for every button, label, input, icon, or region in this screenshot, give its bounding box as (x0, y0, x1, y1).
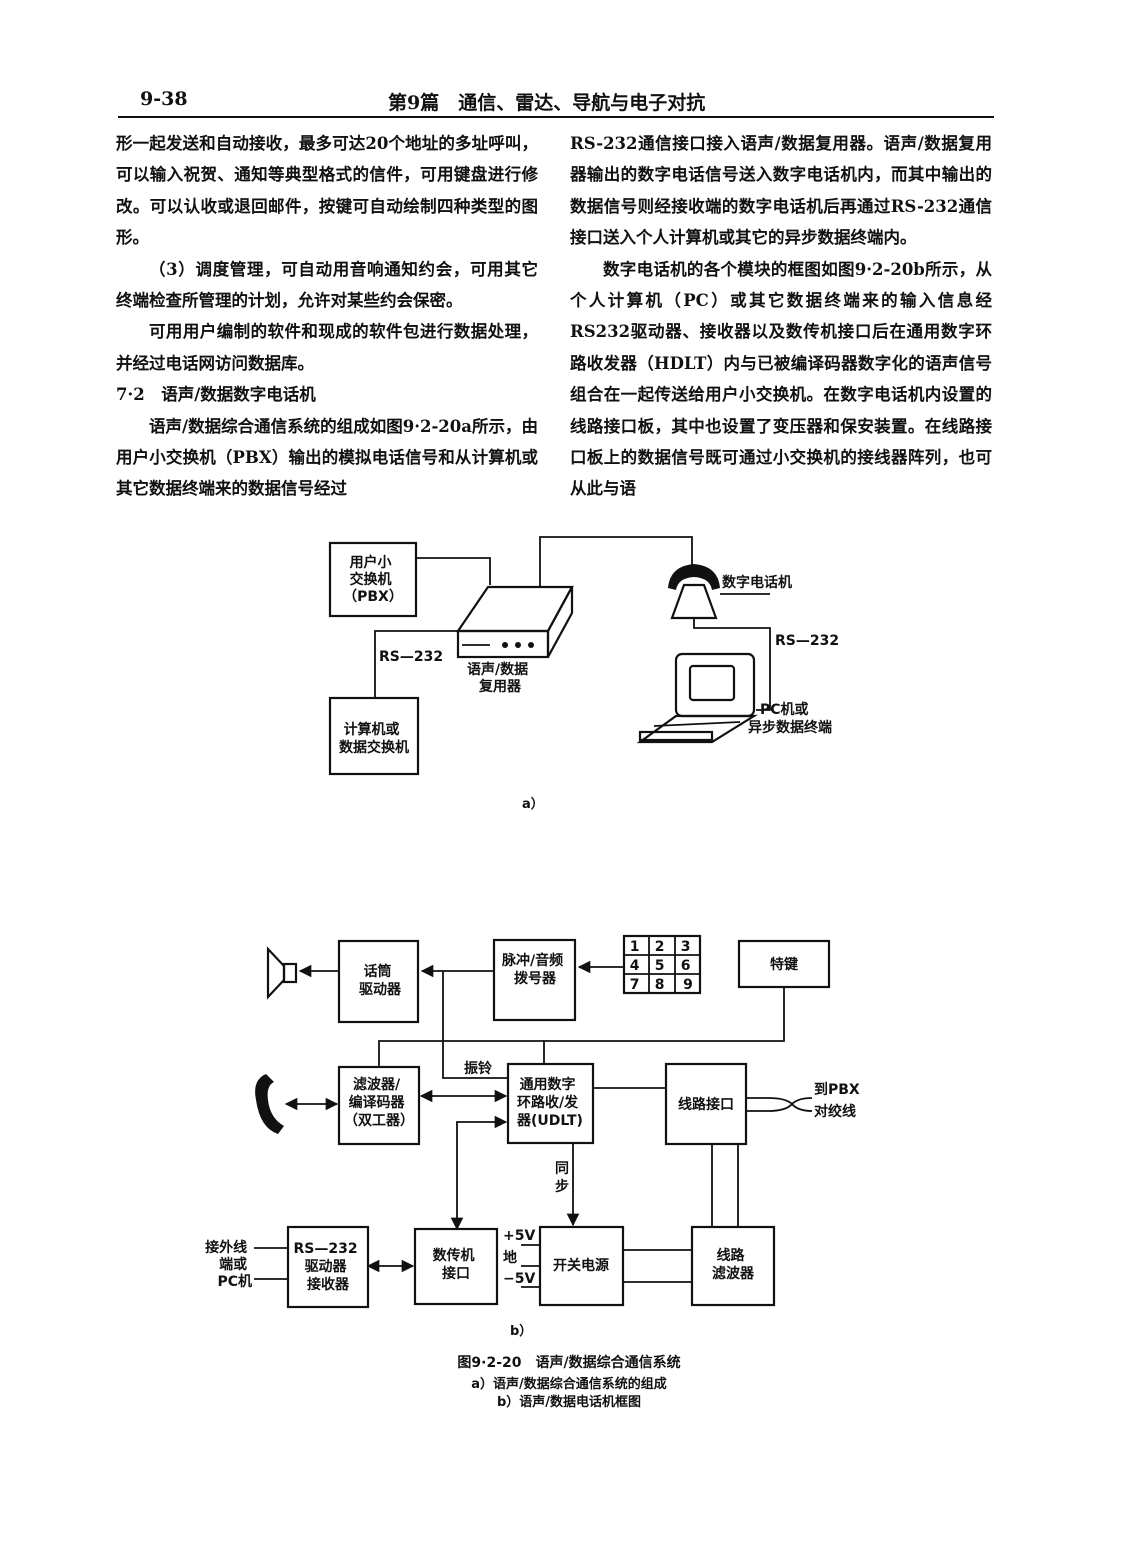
sync-label: 同 步 (555, 1161, 574, 1195)
figure-b-label: b） (510, 1323, 532, 1339)
phone-label: 数字电话机 (722, 574, 792, 591)
key-1: 1 (630, 939, 640, 955)
key-2: 2 (655, 939, 665, 955)
computer-box (328, 696, 420, 776)
ring-label: 振铃 (464, 1060, 492, 1077)
paragraph: 数字电话机的各个模块的框图如图9·2-20b所示，从个人计算机（PC）或其它数据… (570, 259, 992, 499)
key-5: 5 (655, 958, 665, 974)
section-heading: 7·2 语声/数据数字电话机 (116, 385, 316, 405)
codec-label: 滤波器/ 编译码器 （双工器） (344, 1076, 414, 1129)
left-column: 形一起发送和自动接收，最多可达20个地址的多址呼叫，可以输入祝贺、通知等典型格式… (116, 128, 538, 505)
switching-psu-label: 开关电源 (553, 1257, 609, 1274)
key-9: 9 (683, 977, 693, 993)
rs232-driver-label: RS—232 驱动器 接收器 (294, 1241, 363, 1293)
plus-5v-label: +5V (503, 1228, 535, 1244)
to-pbx-label: 到PBX 对绞线 (814, 1082, 865, 1120)
modem-interface-label: 数传机 接口 (433, 1247, 480, 1282)
keys-udlt-line (543, 987, 785, 1064)
handset-icon (255, 1074, 284, 1134)
mux-phone-line (539, 536, 693, 587)
key-7: 7 (630, 977, 640, 993)
pbx-box (328, 541, 418, 618)
key-8: 8 (655, 977, 665, 993)
mux-device (455, 585, 574, 659)
modem-udlt-arrow (450, 1115, 508, 1231)
computer-label: 计算机或 数据交换机 (339, 721, 409, 756)
figure-caption-title: 图9·2-20 语声/数据综合通信系统 (457, 1355, 681, 1371)
key-4: 4 (630, 958, 640, 974)
line-filter-label: 线路 滤波器 (712, 1247, 755, 1282)
rs232-right-label: RS—232 (775, 633, 839, 649)
modem-interface-box (413, 1227, 499, 1306)
external-label: 接外线 端或 PC机 (205, 1239, 252, 1290)
right-column: RS-232通信接口接入语声/数据复用器。语声/数据复用器输出的数字电话信号送入… (570, 128, 992, 505)
figure-caption-a: a）语声/数据综合通信系统的组成 (471, 1377, 667, 1392)
paragraph: （3）调度管理，可自动用音响通知约会，可用其它终端检查所管理的计划，允许对某些约… (116, 259, 538, 311)
paragraph: 语声/数据综合通信系统的组成如图9·2-20a所示，由用户小交换机（PBX）输出… (116, 416, 538, 499)
header-rule (118, 116, 994, 118)
pc-label: PC机或 异步数据终端 (748, 701, 832, 736)
digital-phone-icon (668, 564, 720, 620)
rs232-left-label: RS—232 (379, 649, 443, 665)
handset-driver-label: 话筒 驱动器 (359, 963, 402, 998)
twisted-pair-b (746, 1097, 813, 1112)
key-3: 3 (681, 939, 691, 955)
pbx-label: 用户小 交换机 （PBX） (343, 554, 403, 605)
figure-b: 话筒 驱动器 脉冲/音频 拨号器 1 2 3 4 5 6 7 8 (205, 934, 865, 1339)
udlt-label: 通用数字 环路收/发 器(UDLT) (516, 1076, 583, 1129)
twisted-pair-a (746, 1097, 813, 1112)
special-keys-label: 特键 (770, 956, 799, 973)
line-interface-label: 线路接口 (678, 1096, 734, 1113)
phone-pc-line (693, 618, 771, 711)
figure-caption-b: b）语声/数据电话机框图 (496, 1395, 642, 1410)
key-6: 6 (681, 958, 691, 974)
handset-driver-box (337, 939, 420, 1024)
ground-label: 地 (503, 1249, 517, 1266)
mux-label: 语声/数据 复用器 (467, 661, 533, 695)
running-title: 第9篇 通信、雷达、导航与电子对抗 (388, 92, 706, 114)
pc-terminal-icon (636, 652, 758, 744)
minus-5v-label: −5V (503, 1271, 535, 1287)
ring-line (442, 971, 508, 1079)
line-filter-box (690, 1225, 776, 1307)
dialer-label: 脉冲/音频 拨号器 (501, 952, 568, 987)
paragraph: 可用用户编制的软件和现成的软件包进行数据处理，并经过电话网访问数据库。 (116, 322, 538, 373)
dialer-box (492, 938, 577, 1022)
switching-psu-box (538, 1225, 625, 1307)
speaker-icon (266, 946, 298, 1000)
paragraph: 形一起发送和自动接收，最多可达20个地址的多址呼叫，可以输入祝贺、通知等典型格式… (116, 134, 538, 248)
keypad: 1 2 3 4 5 6 7 8 9 (622, 934, 702, 995)
figure-a: 用户小 交换机 （PBX） 语声/数据 复用器 RS—232 计算机或 (328, 536, 839, 812)
udlt-box (506, 1062, 595, 1145)
pbx-mux-line (416, 557, 491, 585)
figure-a-label: a） (522, 796, 544, 812)
mux-computer-line (374, 630, 458, 698)
line-interface-box (664, 1062, 748, 1146)
svg-text:1 2 3: 1 2 3 4 5 6 7 8 9 (630, 939, 696, 993)
page-number: 9-38 (140, 88, 188, 110)
codec-top-line (378, 1040, 544, 1067)
paragraph: RS-232通信接口接入语声/数据复用器。语声/数据复用器输出的数字电话信号送入… (570, 134, 992, 248)
